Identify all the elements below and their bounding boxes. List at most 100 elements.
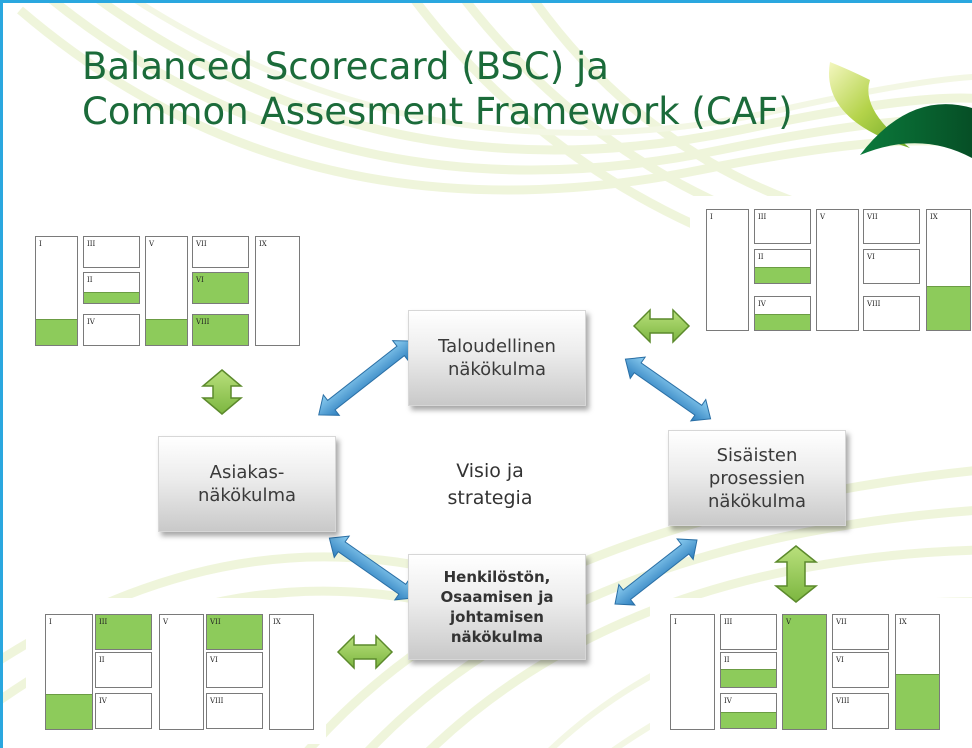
people-line-1: Henkilöstön, xyxy=(443,568,551,586)
criterion-label: VIII xyxy=(196,318,210,326)
criterion-label: IX xyxy=(259,240,267,248)
criterion-fill xyxy=(193,273,248,303)
criterion-label: IV xyxy=(758,300,766,308)
criterion-label: IV xyxy=(87,318,95,326)
caf-criterion-iii: III xyxy=(720,614,777,650)
blue-arrow-customer-financial xyxy=(318,340,414,416)
criterion-fill xyxy=(146,319,187,345)
customer-perspective-box: Asiakas- näkökulma xyxy=(158,436,336,532)
criterion-fill xyxy=(783,615,826,729)
caf-criterion-iv: IV xyxy=(95,693,152,729)
caf-criterion-i: I xyxy=(45,614,93,730)
customer-line-2: näkökulma xyxy=(197,485,297,506)
financial-line-1: Taloudellinen xyxy=(438,336,556,357)
blue-arrow-financial-internal xyxy=(624,356,712,422)
criterion-fill xyxy=(721,669,776,687)
caf-criterion-iv: IV xyxy=(754,296,811,331)
criterion-label: IX xyxy=(273,618,281,626)
caf-criterion-viii: VIII xyxy=(832,693,889,729)
caf-criterion-vi: VI xyxy=(832,652,889,688)
criterion-label: III xyxy=(87,240,96,248)
internal-line-3: näkökulma xyxy=(707,490,807,512)
caf-criterion-vii: VII xyxy=(192,236,249,268)
caf-criterion-vi: VI xyxy=(192,272,249,304)
vision-strategy-label: Visio ja strategia xyxy=(430,458,550,512)
criterion-fill xyxy=(84,291,139,303)
caf-criterion-ix: IX xyxy=(895,614,940,730)
criterion-label: IV xyxy=(724,697,732,705)
caf-criterion-iii: III xyxy=(83,236,140,268)
criterion-label: V xyxy=(820,213,826,221)
people-line-2: Osaamisen ja xyxy=(440,588,554,606)
criterion-fill xyxy=(207,615,262,649)
people-perspective-box: Henkilöstön, Osaamisen ja johtamisen näk… xyxy=(408,554,586,660)
criterion-label: V xyxy=(149,240,155,248)
caf-criterion-viii: VIII xyxy=(863,296,920,331)
criterion-label: VII xyxy=(196,240,207,248)
customer-line-1: Asiakas- xyxy=(209,462,285,483)
criterion-label: V xyxy=(163,618,169,626)
caf-criterion-vii: VII xyxy=(863,209,920,244)
criterion-fill xyxy=(46,693,92,729)
caf-criterion-viii: VIII xyxy=(206,693,263,729)
caf-criterion-iii: III xyxy=(95,614,152,650)
caf-criterion-vii: VII xyxy=(206,614,263,650)
criterion-label: I xyxy=(49,618,52,626)
caf-criterion-v: V xyxy=(145,236,188,346)
criterion-fill xyxy=(36,319,77,345)
caf-criterion-ix: IX xyxy=(255,236,300,346)
internal-line-1: Sisäisten xyxy=(716,444,798,466)
caf-criterion-ix: IX xyxy=(269,614,314,730)
internal-line-2: prosessien xyxy=(708,467,806,489)
criterion-label: V xyxy=(786,618,792,626)
vision-line-1: Visio ja xyxy=(456,460,524,482)
criterion-fill xyxy=(755,267,810,283)
criterion-fill xyxy=(755,314,810,330)
caf-criterion-ix: IX xyxy=(926,209,971,331)
financial-perspective-box: Taloudellinen näkökulma xyxy=(408,310,586,406)
criterion-fill xyxy=(721,711,776,728)
criterion-label: IV xyxy=(99,697,107,705)
criterion-label: VIII xyxy=(867,300,881,308)
caf-criterion-i: I xyxy=(35,236,78,346)
criterion-label: VIII xyxy=(210,697,224,705)
internal-process-perspective-box: Sisäisten prosessien näkökulma xyxy=(668,430,846,526)
caf-criterion-i: I xyxy=(706,209,749,331)
caf-criterion-v: V xyxy=(159,614,204,730)
financial-line-2: näkökulma xyxy=(447,359,547,380)
criterion-fill xyxy=(896,674,939,729)
caf-criterion-i: I xyxy=(670,614,715,730)
criterion-label: I xyxy=(710,213,713,221)
criterion-label: VI xyxy=(196,276,204,284)
criterion-label: VII xyxy=(210,618,221,626)
caf-criterion-vi: VI xyxy=(206,652,263,688)
criterion-fill xyxy=(193,315,248,345)
criterion-label: II xyxy=(724,656,730,664)
criterion-label: II xyxy=(99,656,105,664)
caf-criterion-vii: VII xyxy=(832,614,889,650)
criterion-label: VII xyxy=(836,618,847,626)
criterion-label: I xyxy=(674,618,677,626)
green-arrow-horizontal-top-right xyxy=(632,308,691,344)
green-arrow-vertical-left xyxy=(200,369,244,415)
green-arrow-vertical-right xyxy=(773,545,819,603)
criterion-label: VIII xyxy=(836,697,850,705)
criterion-fill xyxy=(96,615,151,649)
criterion-label: VI xyxy=(836,656,844,664)
criterion-label: VII xyxy=(867,213,878,221)
criterion-label: III xyxy=(758,213,767,221)
caf-criterion-viii: VIII xyxy=(192,314,249,346)
caf-criterion-iv: IV xyxy=(83,314,140,346)
caf-criterion-iii: III xyxy=(754,209,811,244)
criterion-label: I xyxy=(39,240,42,248)
caf-criterion-v: V xyxy=(782,614,827,730)
title-line-2: Common Assesment Framework (CAF) xyxy=(82,90,793,133)
slide-title: Balanced Scorecard (BSC) ja Common Asses… xyxy=(82,44,793,134)
caf-criterion-ii: II xyxy=(95,652,152,688)
criterion-label: VI xyxy=(867,253,875,261)
vision-line-2: strategia xyxy=(447,487,533,509)
blue-arrow-people-internal xyxy=(614,538,698,606)
green-arrow-horizontal-bottom-left xyxy=(336,634,394,670)
